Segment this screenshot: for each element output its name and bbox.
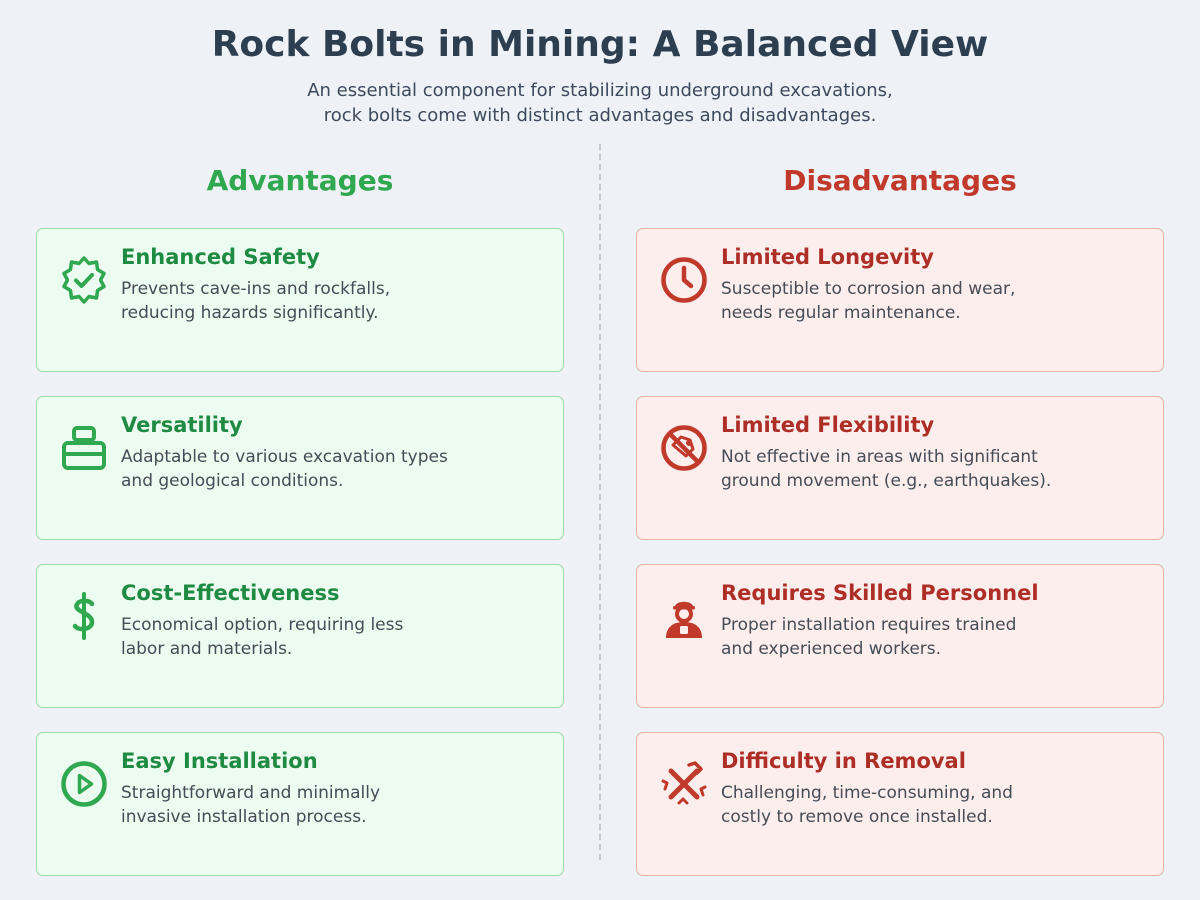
disadvantage-card-limited-longevity: Limited Longevity Susceptible to corrosi… <box>636 228 1164 372</box>
advantage-card-cost-effectiveness: Cost-Effectiveness Economical option, re… <box>36 564 564 708</box>
card-description: Prevents cave-ins and rockfalls,reducing… <box>121 279 391 323</box>
advantage-card-enhanced-safety: Enhanced Safety Prevents cave-ins and ro… <box>36 228 564 372</box>
card-title: Enhanced Safety <box>121 245 320 269</box>
disadvantage-card-requires-skilled-personnel: Requires Skilled Personnel Proper instal… <box>636 564 1164 708</box>
subtitle-line: rock bolts come with distinct advantages… <box>323 105 877 126</box>
page-subtitle: An essential component for stabilizing u… <box>0 78 1200 128</box>
disadvantage-card-limited-flexibility: Limited Flexibility Not effective in are… <box>636 396 1164 540</box>
disadvantage-card-difficulty-in-removal: Difficulty in Removal Challenging, time-… <box>636 732 1164 876</box>
column-divider <box>599 144 601 860</box>
advantage-card-easy-installation: Easy Installation Straightforward and mi… <box>36 732 564 876</box>
card-title: Difficulty in Removal <box>721 749 966 773</box>
card-title: Requires Skilled Personnel <box>721 581 1039 605</box>
card-title: Easy Installation <box>121 749 318 773</box>
play-circle-icon <box>57 757 111 811</box>
card-title: Versatility <box>121 413 243 437</box>
tools-cross-icon <box>657 757 711 811</box>
subtitle-line: An essential component for stabilizing u… <box>307 80 893 101</box>
disadvantages-heading: Disadvantages <box>783 164 1017 197</box>
safety-badge-icon <box>57 253 111 307</box>
no-movement-icon <box>657 421 711 475</box>
advantage-card-versatility: Versatility Adaptable to various excavat… <box>36 396 564 540</box>
card-description: Susceptible to corrosion and wear,needs … <box>721 279 1016 323</box>
layers-icon <box>57 421 111 475</box>
card-title: Cost-Effectiveness <box>121 581 340 605</box>
card-title: Limited Longevity <box>721 245 934 269</box>
advantages-heading: Advantages <box>206 164 394 197</box>
clock-icon <box>657 253 711 307</box>
dollar-icon <box>57 589 111 643</box>
card-title: Limited Flexibility <box>721 413 935 437</box>
worker-icon <box>657 589 711 643</box>
page-title: Rock Bolts in Mining: A Balanced View <box>211 24 989 65</box>
